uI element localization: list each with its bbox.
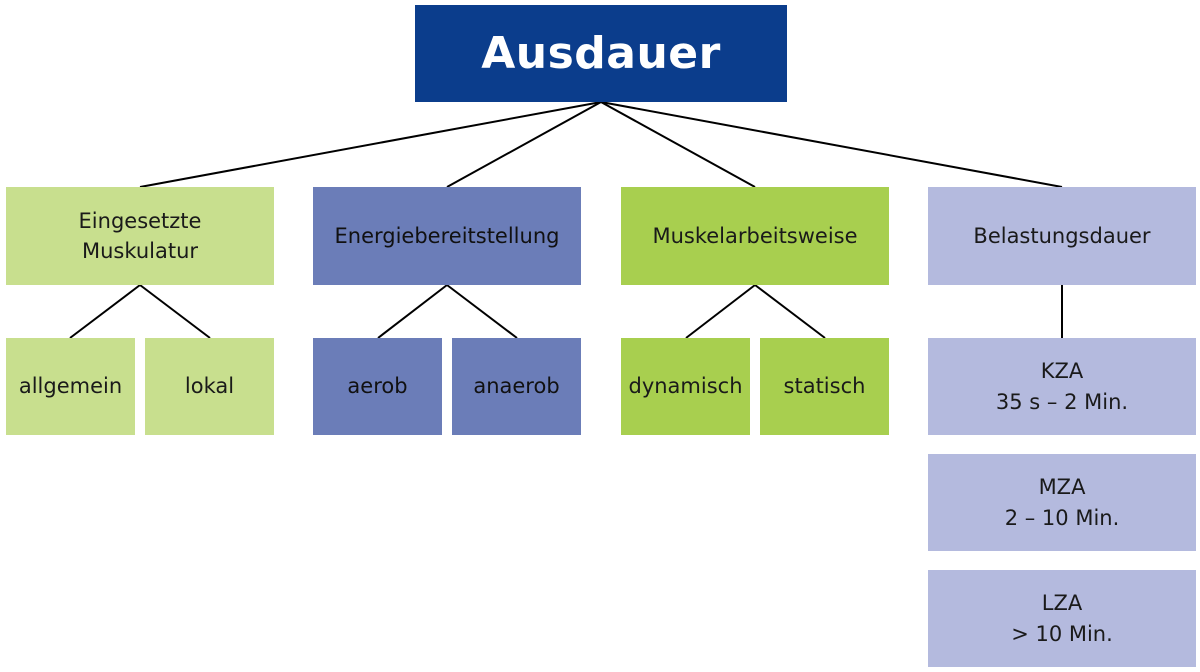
category-belastungsdauer: Belastungsdauer [928, 187, 1196, 285]
leaf-label: statisch [783, 374, 866, 399]
duration-range: > 10 Min. [1011, 621, 1113, 646]
leaf-lokal: lokal [145, 338, 274, 435]
leaf-label: allgemein [18, 374, 123, 399]
leaf-label: aerob [347, 374, 408, 399]
root-label: Ausdauer [481, 27, 721, 79]
category-label-line: Muskulatur [81, 239, 199, 263]
category-label: Energiebereitstellung [334, 223, 560, 248]
category-label: Muskelarbeitsweise [652, 223, 858, 248]
connector-cat3-dynamisch [685, 284, 756, 339]
leaf-anaerob: anaerob [452, 338, 581, 435]
connector-cat2-aerob [377, 284, 448, 339]
connector-root-cat3 [600, 101, 756, 188]
duration-range: 35 s – 2 Min. [995, 389, 1129, 414]
leaf-label: lokal [184, 374, 235, 399]
root-node-ausdauer: Ausdauer [415, 5, 787, 102]
leaf-label: dynamisch [628, 374, 743, 399]
category-energiebereitstellung: Energiebereitstellung [313, 187, 581, 285]
connector-cat3-statisch [754, 284, 826, 339]
connector-root-cat4 [600, 101, 1063, 188]
category-label: Belastungsdauer [973, 223, 1151, 248]
connector-root-cat2 [446, 101, 602, 188]
connector-root-cat1 [139, 101, 602, 188]
leaf-statisch: statisch [760, 338, 889, 435]
category-muskelarbeitsweise: Muskelarbeitsweise [621, 187, 889, 285]
duration-lza: LZA > 10 Min. [928, 570, 1196, 667]
duration-range: 2 – 10 Min. [1004, 505, 1120, 530]
duration-mza: MZA 2 – 10 Min. [928, 454, 1196, 551]
leaf-dynamisch: dynamisch [621, 338, 750, 435]
leaf-aerob: aerob [313, 338, 442, 435]
leaf-allgemein: allgemein [6, 338, 135, 435]
duration-name: MZA [1038, 475, 1086, 500]
leaf-label: anaerob [473, 374, 560, 399]
duration-kza: KZA 35 s – 2 Min. [928, 338, 1196, 435]
connector-cat1-lokal [139, 284, 211, 339]
category-label-line: Eingesetzte [78, 208, 202, 233]
connector-cat2-anaerob [446, 284, 518, 339]
duration-name: LZA [1041, 591, 1083, 616]
connector-cat1-allgemein [69, 284, 141, 339]
category-eingesetzte-muskulatur: Eingesetzte Muskulatur [6, 187, 274, 285]
duration-name: KZA [1040, 359, 1084, 384]
